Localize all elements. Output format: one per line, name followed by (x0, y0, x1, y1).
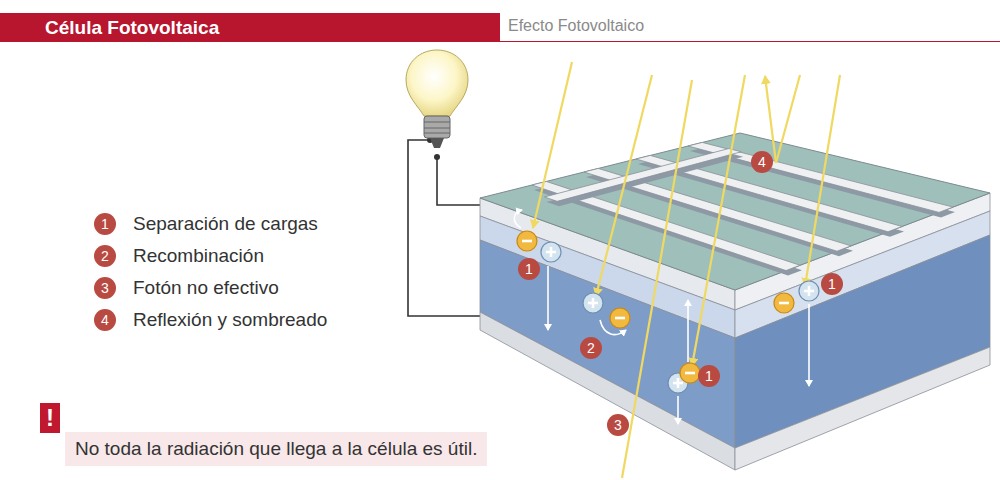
light-bulb (406, 50, 468, 148)
cell-top-surface (480, 133, 990, 290)
charge-sign (685, 372, 695, 375)
electron (610, 308, 630, 328)
electron (774, 293, 794, 313)
note-text: No toda la radiación que llega a la célu… (75, 438, 477, 459)
legend-text: Fotón no efectivo (133, 276, 279, 300)
charge-sign (522, 240, 532, 243)
charge-sign (615, 317, 625, 320)
wire-terminal (434, 154, 440, 160)
wire (437, 157, 480, 205)
callout-number: 3 (607, 414, 629, 436)
callout-number: 4 (751, 151, 773, 173)
warning-icon: ! (40, 403, 60, 433)
charge-sign (550, 247, 553, 257)
contact-grid (532, 142, 955, 275)
legend-number: 2 (94, 245, 116, 267)
legend-number: 4 (94, 309, 116, 331)
charge-arrows (514, 210, 809, 424)
charge-sign (677, 378, 680, 388)
callout-number: 1 (518, 258, 540, 280)
note-box: No toda la radiación que llega a la célu… (65, 432, 487, 466)
charge-sign (779, 302, 789, 305)
finger-side (546, 154, 743, 207)
electron (680, 363, 700, 383)
callout-number: 1 (698, 365, 720, 387)
charge-carriers (517, 231, 819, 393)
electron (517, 231, 537, 251)
subtitle: Efecto Fotovoltaico (508, 16, 644, 36)
title-band (0, 13, 500, 42)
title: Célula Fotovoltaica (45, 13, 219, 42)
hole (583, 293, 603, 313)
legend-text: Reflexión y sombreado (133, 308, 327, 332)
legend-text: Recombinación (133, 244, 264, 268)
contact-finger (544, 149, 741, 202)
charge-sign (592, 298, 595, 308)
light-rays (533, 62, 840, 478)
callout-number: 1 (821, 273, 843, 295)
hole (799, 281, 819, 301)
header-rule (500, 41, 1000, 42)
legend-number: 3 (94, 277, 116, 299)
charge-sign (808, 286, 811, 296)
legend-number: 1 (94, 213, 116, 235)
wire (408, 140, 480, 316)
callout-number: 2 (580, 337, 602, 359)
hole (541, 242, 561, 262)
legend-text: Separación de cargas (133, 212, 318, 236)
